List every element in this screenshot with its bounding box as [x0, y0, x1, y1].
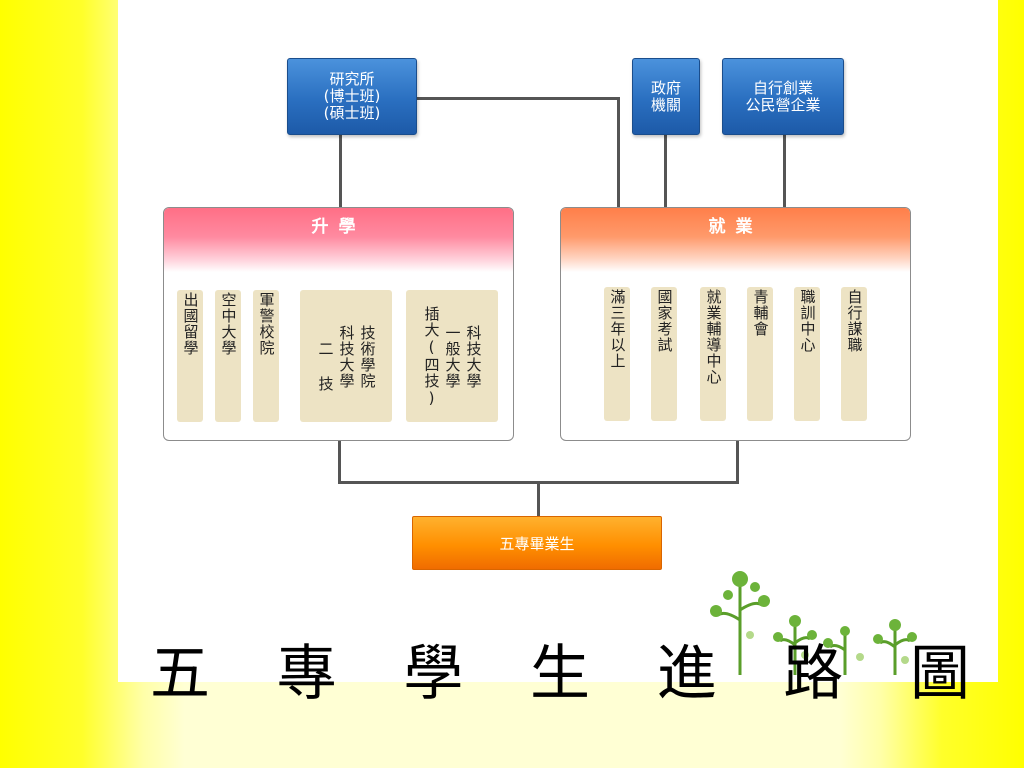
connector-graduate-right	[416, 97, 620, 100]
employment-column-text: 職訓中心	[798, 289, 817, 353]
title-char: 專	[276, 638, 337, 709]
title-char: 學	[403, 638, 464, 709]
study-column-open-university: 空中大學	[215, 290, 241, 422]
study-column-text: 插大(四技)	[422, 306, 441, 408]
connector-three-years-up	[617, 97, 620, 287]
employment-column-text: 國家考試	[655, 289, 674, 353]
employment-column-text: 青輔會	[751, 289, 770, 337]
connector-employment-down	[736, 440, 739, 483]
employment-column-self-job-search: 自行謀職	[841, 287, 867, 421]
graduate-school-box: 研究所 (博士班) (碩士班)	[287, 58, 417, 135]
business-line-2: 公民營企業	[745, 95, 821, 114]
page-title: 五 專 學 生 進 路 圖	[140, 628, 980, 709]
graduate-school-line-3: (碩士班)	[323, 104, 381, 122]
study-column-overseas: 出國留學	[177, 290, 203, 422]
graduate-school-line-2: (博士班)	[323, 87, 381, 105]
five-year-graduate-box: 五專畢業生	[412, 516, 662, 570]
employment-column-text: 滿三年以上	[608, 289, 627, 369]
connector-business-down	[783, 134, 786, 262]
title-char: 圖	[909, 638, 970, 709]
business-line-1: 自行創業	[752, 78, 813, 97]
study-column-text: 出國留學	[181, 292, 200, 356]
study-column-universities: 科技大學 一般大學 插大(四技)	[406, 290, 498, 422]
title-char: 生	[529, 638, 590, 709]
study-column-text: 科技大學	[337, 325, 356, 389]
connector-to-graduate-box	[537, 481, 540, 517]
study-column-military-police: 軍警校院	[253, 290, 279, 422]
further-study-group: 升學 出國留學 空中大學 軍警校院 技術學院 科技大學 二 技 科技大學 一般大…	[163, 207, 514, 441]
employment-column-text: 自行謀職	[845, 289, 864, 353]
employment-column-national-exam: 國家考試	[651, 287, 677, 421]
study-column-text: 二 技	[316, 340, 335, 392]
connector-graduate-to-study	[339, 134, 342, 209]
study-column-text: 一般大學	[443, 325, 462, 389]
study-column-text: 技術學院	[358, 325, 377, 389]
title-char: 五	[150, 638, 210, 709]
employment-column-text: 就業輔導中心	[704, 289, 723, 385]
graduate-school-line-1: 研究所	[329, 70, 375, 88]
study-column-text: 空中大學	[219, 292, 238, 356]
connector-study-down	[338, 440, 341, 483]
study-column-two-year-tech: 技術學院 科技大學 二 技	[300, 290, 392, 422]
government-box: 政府 機關	[632, 58, 700, 135]
further-study-header: 升學	[164, 208, 513, 272]
employment-column-youth-council: 青輔會	[747, 287, 773, 421]
study-column-text: 科技大學	[464, 325, 483, 389]
government-line-2: 機關	[650, 95, 681, 114]
government-line-1: 政府	[650, 78, 681, 97]
employment-column-training-center: 職訓中心	[794, 287, 820, 421]
title-char: 進	[656, 638, 717, 709]
plant-decoration-icon	[710, 571, 917, 675]
business-box: 自行創業 公民營企業	[722, 58, 844, 135]
employment-header: 就業	[561, 208, 910, 272]
study-column-text: 軍警校院	[257, 292, 276, 356]
employment-column-career-center: 就業輔導中心	[700, 287, 726, 421]
employment-column-three-years: 滿三年以上	[604, 287, 630, 421]
title-char: 路	[783, 638, 844, 709]
